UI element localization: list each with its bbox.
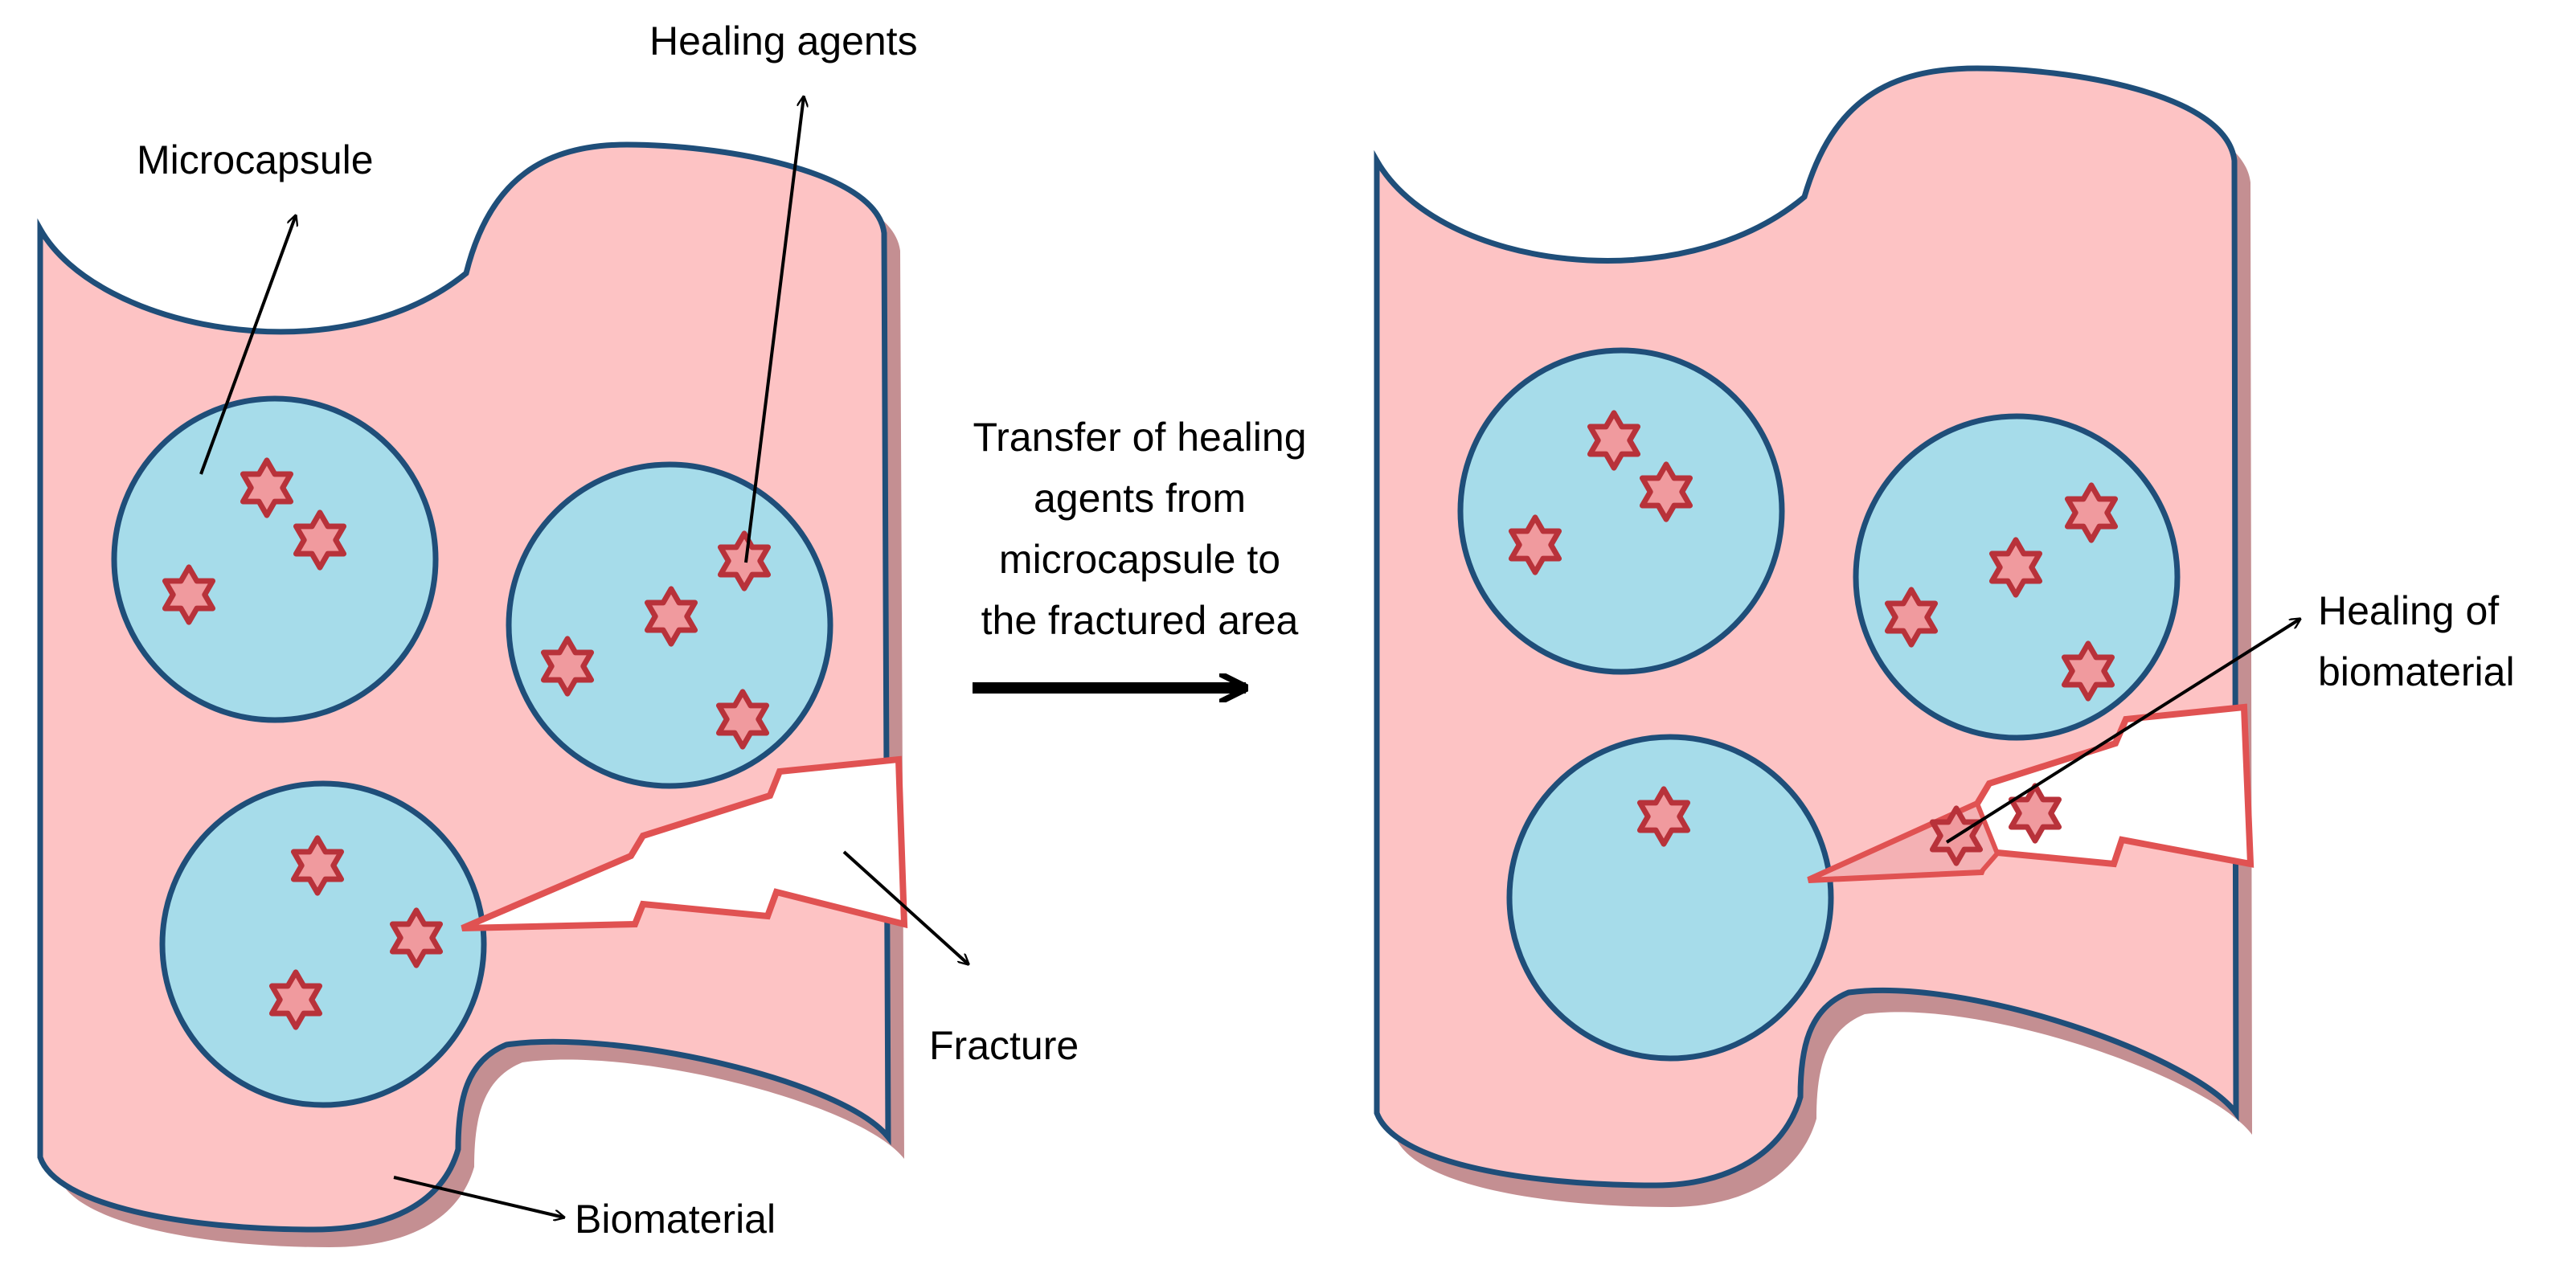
biomaterial-label: Biomaterial [575, 1197, 776, 1242]
transfer-label-line-2: agents from [1034, 476, 1246, 521]
transfer-label-line-1: Transfer of healing [973, 415, 1306, 460]
transfer-label-line-4: the fractured area [981, 598, 1299, 643]
healing-label-line-1: Healing of [2318, 588, 2499, 633]
microcapsule-label: Microcapsule [137, 137, 374, 182]
before-panel: Microcapsule Healing agents Fracture Bio… [37, 18, 1079, 1247]
fracture-label: Fracture [929, 1023, 1079, 1068]
fracture-pointer [842, 850, 969, 964]
microcapsule-3 [1506, 734, 1834, 1062]
healing-pointer [1945, 619, 2300, 844]
healing-label-line-2: biomaterial [2318, 649, 2515, 694]
healing-agents-pointer [744, 96, 804, 563]
microcapsule-1 [111, 395, 439, 723]
microcapsule-pointer [199, 215, 296, 475]
fracture-crack-icon [461, 755, 908, 931]
microcapsule-1 [1457, 347, 1785, 675]
transfer-annotation: Transfer of healing agents from microcap… [973, 415, 1307, 688]
after-panel: Healing of biomaterial [1374, 65, 2515, 1207]
healing-agents-label: Healing agents [649, 18, 918, 63]
microcapsule-3 [159, 780, 487, 1108]
transfer-label-line-3: microcapsule to [999, 537, 1280, 582]
biomaterial-pointer [393, 1176, 564, 1217]
